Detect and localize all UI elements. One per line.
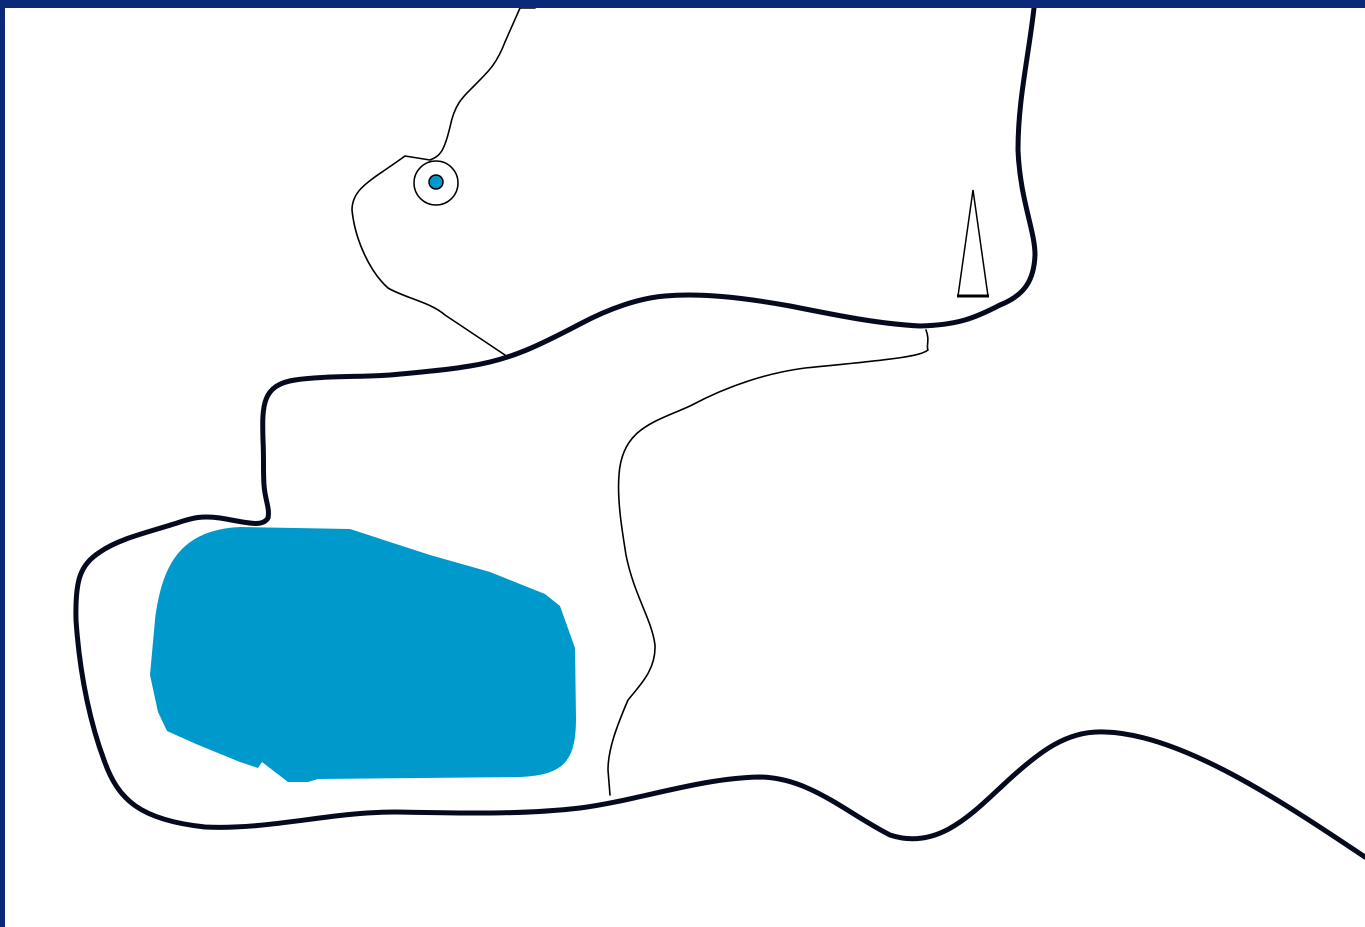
circle-marker-dot (429, 175, 443, 189)
triangle-marker-body (958, 190, 988, 296)
lake-water-body[interactable] (150, 527, 576, 782)
circle-marker-icon[interactable] (414, 161, 458, 205)
secondary-boundary-river (608, 330, 928, 795)
triangle-marker-icon[interactable] (957, 190, 989, 296)
